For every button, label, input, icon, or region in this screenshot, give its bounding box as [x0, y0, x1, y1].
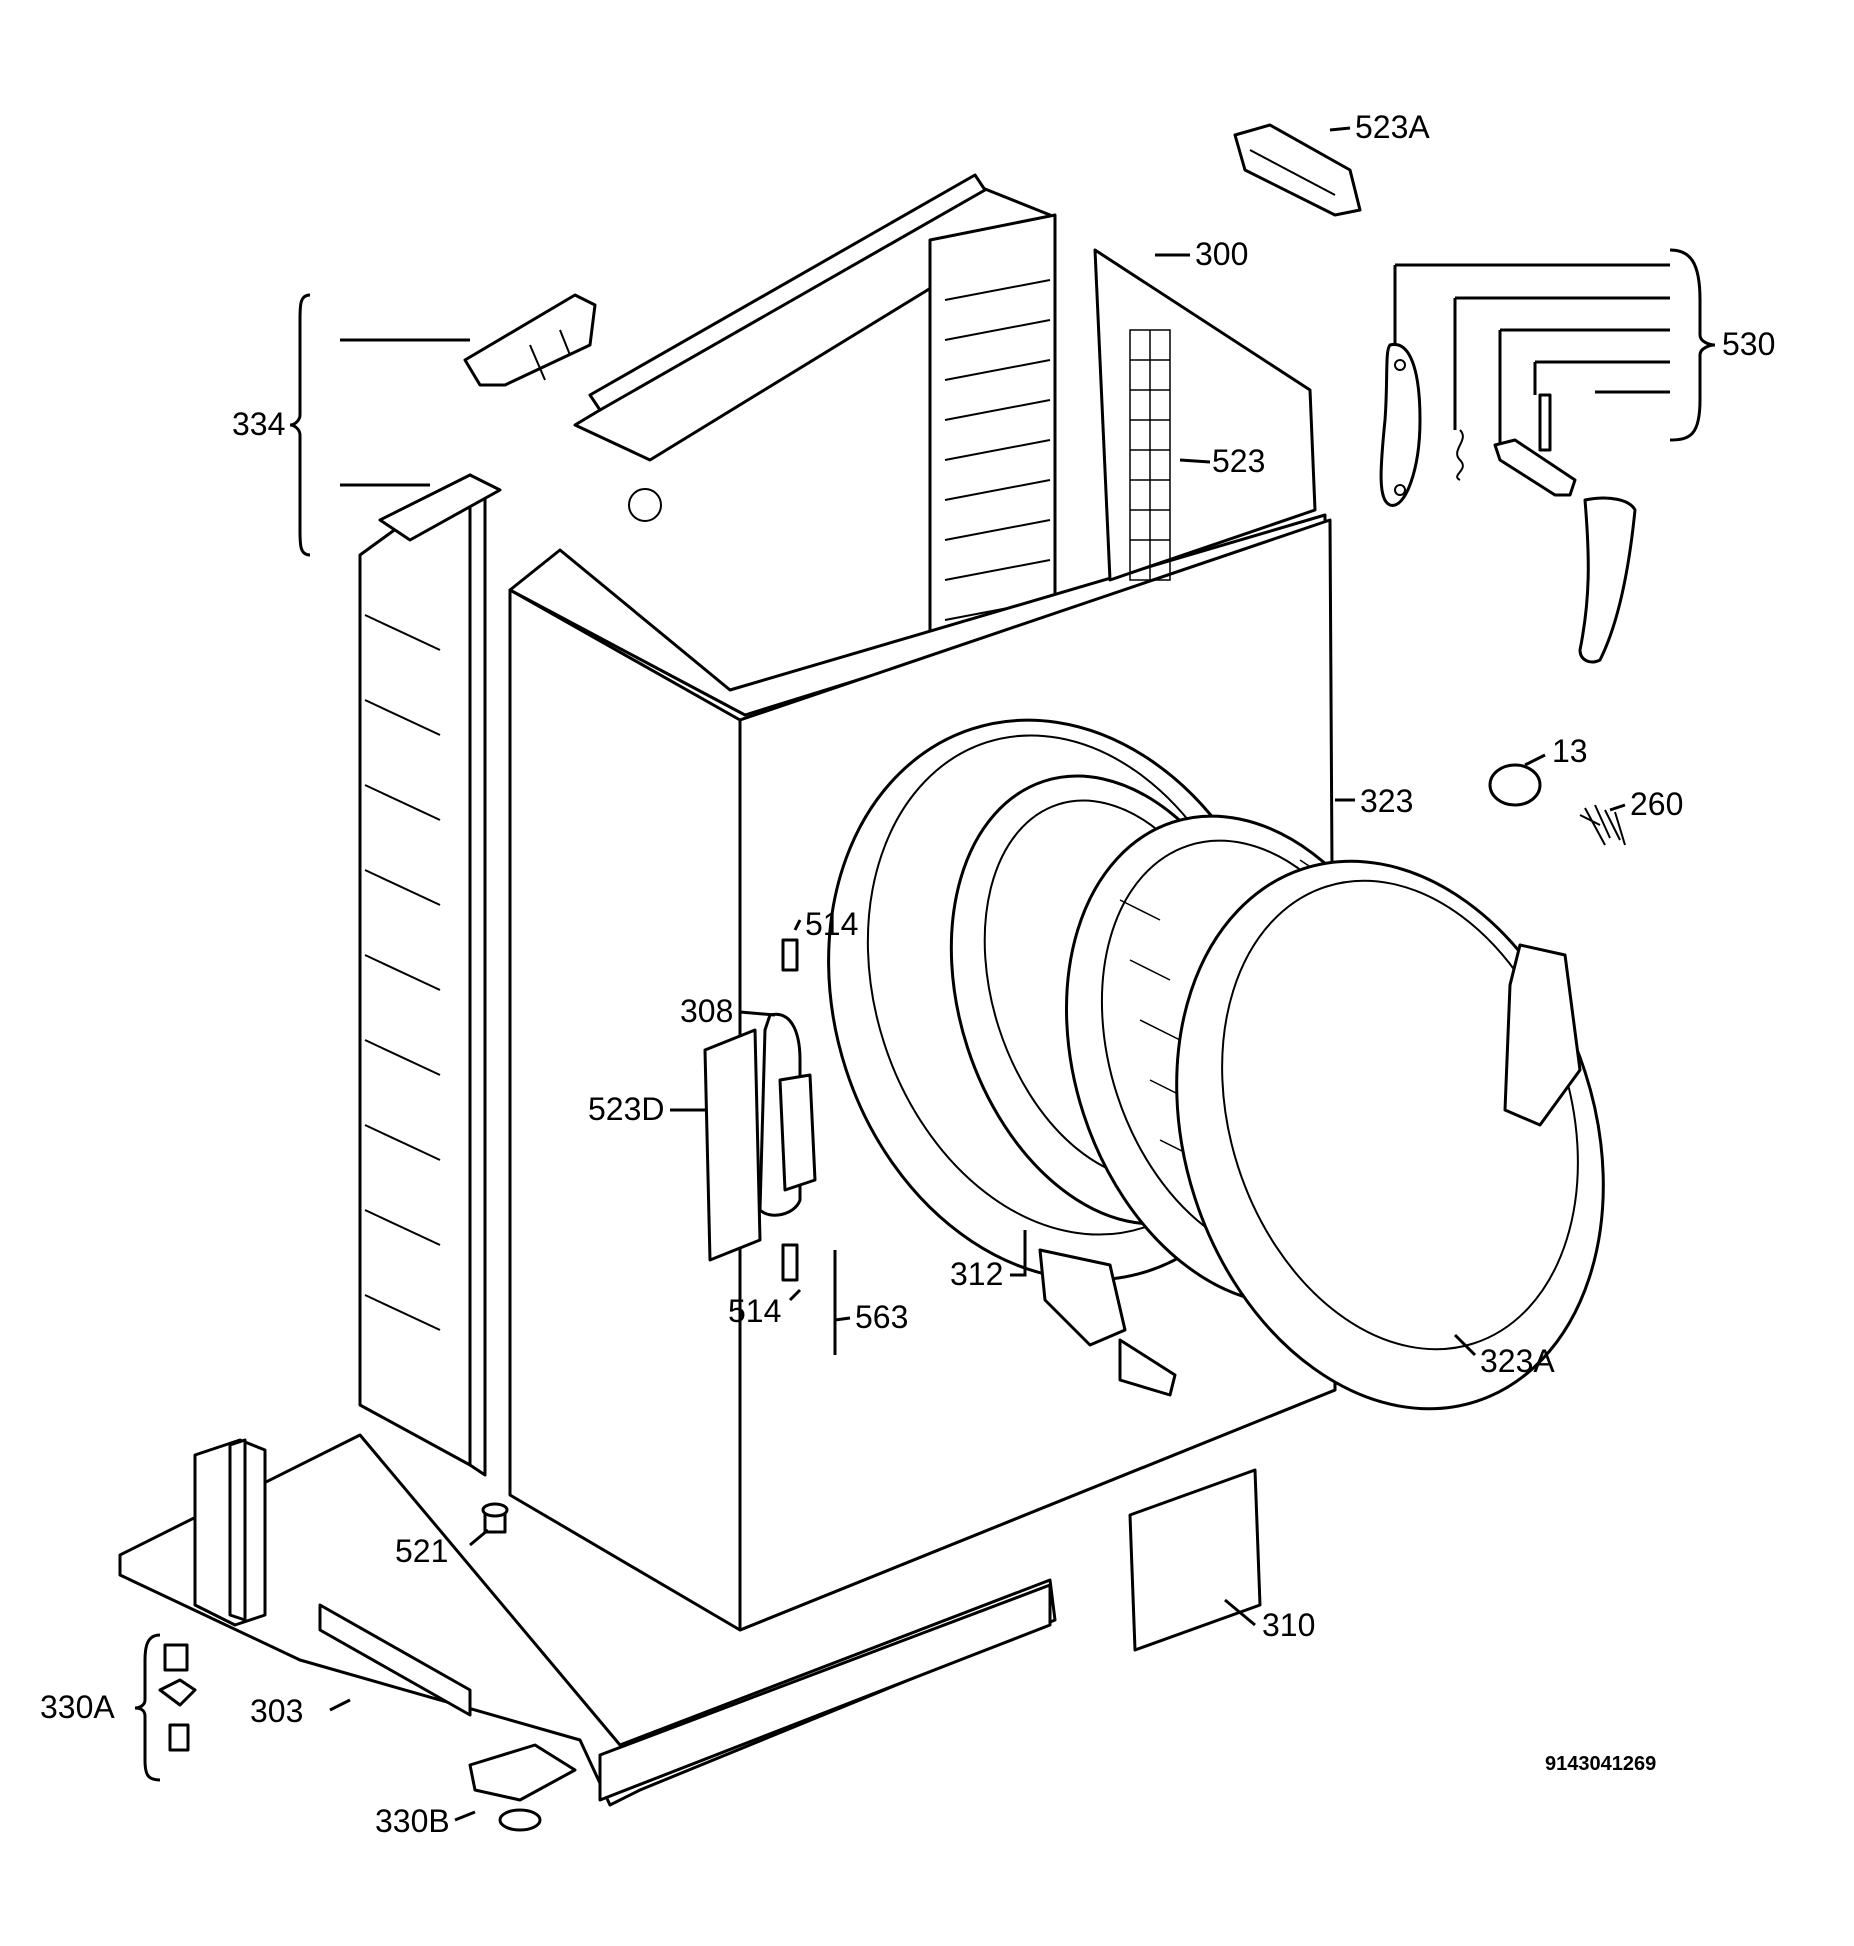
spring-part-260 — [1579, 804, 1626, 846]
callout-514-bottom: 514 — [728, 1293, 781, 1329]
callout-514-top: 514 — [805, 906, 858, 942]
callout-260: 260 — [1630, 786, 1683, 822]
base-frame — [118, 1433, 1057, 1807]
foot-part-330B — [468, 1743, 577, 1832]
leader-lines — [134, 126, 1716, 1822]
callout-563: 563 — [855, 1299, 908, 1335]
screw-part-521 — [481, 1502, 509, 1534]
callout-530: 530 — [1722, 326, 1775, 362]
callout-308: 308 — [680, 993, 733, 1029]
callout-523: 523 — [1212, 443, 1265, 479]
callout-323: 323 — [1360, 783, 1413, 819]
callout-13: 13 — [1552, 733, 1588, 769]
bushing-part-13 — [1488, 763, 1542, 807]
pin-514-bottom — [781, 1243, 799, 1282]
pin-514-top — [781, 938, 799, 972]
callout-330B: 330B — [375, 1803, 450, 1839]
callout-523A-top: 523A — [1355, 109, 1430, 145]
filter-flap-310 — [1128, 1468, 1262, 1652]
top-trim — [588, 173, 987, 412]
fasteners-330A — [158, 1643, 197, 1752]
callout-323A: 323A — [1480, 1343, 1555, 1379]
door-assembly — [949, 774, 1605, 1411]
callout-334: 334 — [232, 406, 285, 442]
callout-521: 521 — [395, 1533, 448, 1569]
callout-303: 303 — [250, 1693, 303, 1729]
clip-part-523A — [1233, 123, 1362, 217]
callout-312: 312 — [950, 1256, 1003, 1292]
hinge-parts-530 — [1379, 342, 1637, 664]
callout-300: 300 — [1195, 236, 1248, 272]
callout-523D: 523D — [588, 1091, 665, 1127]
callout-310: 310 — [1262, 1607, 1315, 1643]
drawing-number: 9143041269 — [1545, 1753, 1656, 1775]
callout-330A: 330A — [40, 1689, 115, 1725]
callout-labels: 523A 300 530 334 523 13 323 260 514 308 … — [40, 109, 1775, 1839]
cover-clip-334 — [463, 293, 597, 387]
hinge-part-308 — [703, 1012, 817, 1262]
left-side-panel — [358, 473, 502, 1477]
